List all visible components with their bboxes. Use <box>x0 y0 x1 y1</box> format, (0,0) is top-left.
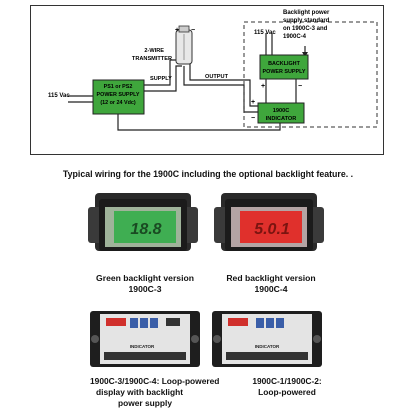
right-board-chip-label: INDICATOR <box>255 344 280 349</box>
ps-label-3: (12 or 24 Vdc) <box>100 100 136 106</box>
left-board-caption: 1900C-3/1900C-4: Loop-powered display wi… <box>90 376 230 409</box>
ps-label-1: PS1 or PS2 <box>104 84 133 90</box>
left-board-caption-line2: display with backlight <box>96 387 184 397</box>
meter-photos: 18.8 5.0.1 <box>88 193 324 251</box>
ps-label-2: POWER SUPPLY <box>97 92 140 98</box>
green-meter-photo: 18.8 <box>88 193 198 251</box>
right-board-caption-line2: Loop-powered <box>258 387 316 397</box>
backlight-power-supply-box <box>259 54 309 80</box>
green-caption-line2: 1900C-3 <box>128 284 162 294</box>
backlight-note-3: on 1900C-3 and <box>283 26 328 32</box>
backlight-option-outline <box>243 21 378 128</box>
backlight-note-4: 1900C-4 <box>283 34 307 40</box>
red-display <box>240 211 302 243</box>
board-photos: INDICATOR INDICATOR <box>90 311 322 367</box>
indicator-label-2: INDICATOR <box>266 116 297 122</box>
indicator-minus: − <box>251 115 255 122</box>
green-reading: 18.8 <box>130 221 161 238</box>
backlight-note-1: Backlight power <box>283 10 330 16</box>
backlight-ps-label-2: POWER SUPPLY <box>263 69 306 75</box>
right-board-caption: 1900C-1/1900C-2: Loop-powered <box>237 376 337 398</box>
supply-label: SUPPLY <box>150 76 172 82</box>
green-caption-line1: Green backlight version <box>96 273 194 283</box>
indicator-box <box>257 102 305 124</box>
green-display <box>114 211 176 243</box>
right-board-caption-line1: 1900C-1/1900C-2: <box>252 376 322 386</box>
left-board-caption-line1: 1900C-3/1900C-4: Loop-powered <box>90 376 220 386</box>
red-caption-line1: Red backlight version <box>226 273 316 283</box>
indicator-label-1: 1900C <box>273 108 289 114</box>
two-wire-label: 2-WIRE <box>144 48 164 54</box>
transmitter-label: TRANSMITTER <box>132 56 172 62</box>
transmitter-minus: − <box>191 27 195 34</box>
power-supply-box <box>92 79 145 115</box>
right-board-photo: INDICATOR <box>212 311 322 367</box>
red-caption: Red backlight version 1900C-4 <box>216 273 326 295</box>
vac-left-label: 115 Vac <box>48 93 70 99</box>
backlight-plus: + <box>261 83 265 90</box>
backlight-ps-label-1: BACKLIGHT <box>268 61 300 67</box>
wiring-caption: Typical wiring for the 1900C including t… <box>62 169 354 179</box>
red-caption-line2: 1900C-4 <box>254 284 288 294</box>
transmitter-icon <box>175 25 193 65</box>
left-board-photo: INDICATOR <box>90 311 200 367</box>
left-board-chip-label: INDICATOR <box>130 344 155 349</box>
transmitter-plus: + <box>175 27 179 34</box>
backlight-minus: − <box>298 83 302 90</box>
green-caption: Green backlight version 1900C-3 <box>90 273 200 295</box>
indicator-plus: + <box>251 99 255 106</box>
wiring-diagram-frame <box>30 5 384 155</box>
output-label: OUTPUT <box>205 74 229 80</box>
red-reading: 5.0.1 <box>254 221 290 238</box>
backlight-note-2: supply standard <box>283 18 330 24</box>
red-meter-photo: 5.0.1 <box>214 193 324 251</box>
vac-right-label: 115 Vac <box>254 30 276 36</box>
wiring-diagram: PS1 or PS2 POWER SUPPLY (12 or 24 Vdc) B… <box>48 10 378 131</box>
left-board-caption-line3: power supply <box>118 398 172 408</box>
